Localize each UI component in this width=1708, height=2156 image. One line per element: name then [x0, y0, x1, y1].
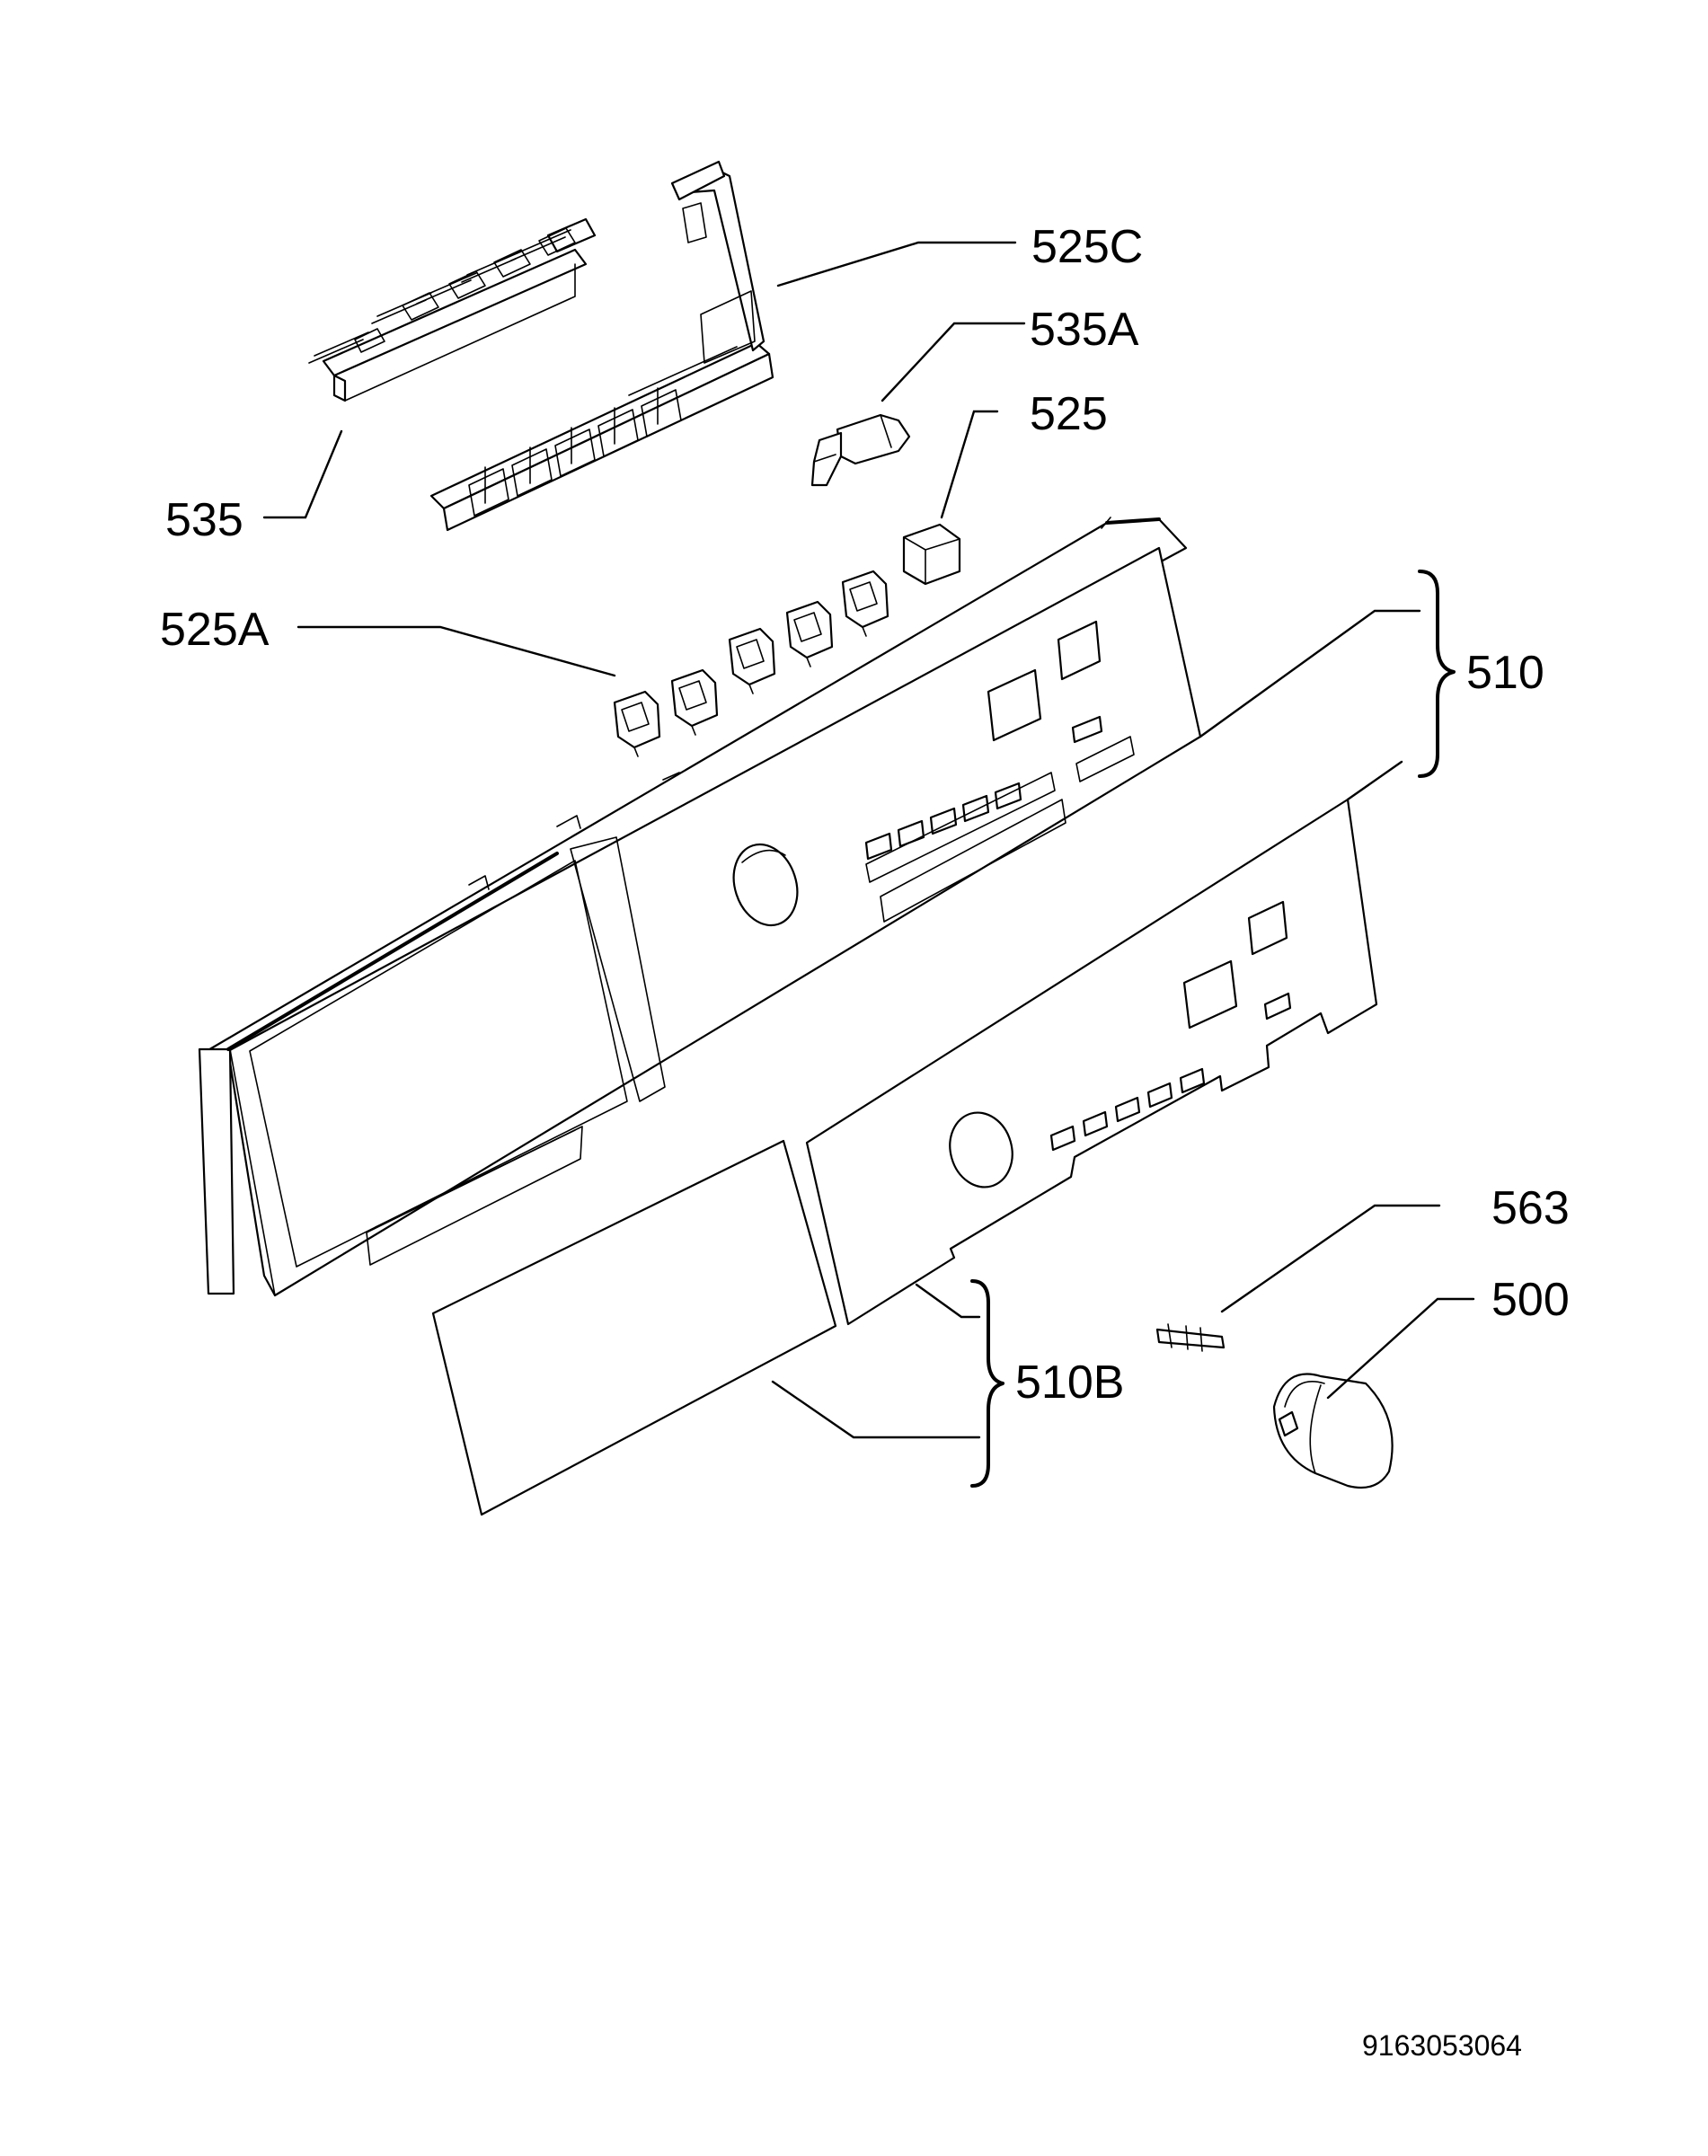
document-number: 9163053064 [1362, 2029, 1522, 2062]
part-510B-decor-foil-left [431, 1139, 837, 1516]
callout-500: 500 [1491, 1274, 1570, 1326]
part-535-switch-lever-bar [308, 217, 597, 402]
part-563-pin [1155, 1323, 1226, 1352]
callout-525A: 525A [160, 604, 270, 656]
brace-510 [1418, 570, 1456, 778]
callout-labels: 525C 535A 525 535 525A 510 563 500 510B [160, 221, 1570, 1409]
brace-510B [970, 1279, 1004, 1488]
callout-535: 535 [165, 494, 243, 546]
part-525A-push-buttons [613, 570, 889, 757]
part-535A-lever [810, 413, 911, 487]
part-500-knob [1272, 1373, 1394, 1489]
callout-525: 525 [1030, 388, 1108, 440]
leader-lines [262, 241, 1475, 1439]
part-525-cap [902, 523, 961, 586]
part-510B-decor-foil-right [805, 798, 1378, 1326]
part-510-control-panel [198, 517, 1202, 1297]
callout-525C: 525C [1031, 221, 1143, 273]
callout-535A: 535A [1030, 304, 1139, 356]
callout-510: 510 [1466, 647, 1544, 699]
callout-563: 563 [1491, 1182, 1570, 1234]
part-525C-switch-holder-frame [429, 160, 774, 532]
callout-510B: 510B [1015, 1356, 1124, 1409]
